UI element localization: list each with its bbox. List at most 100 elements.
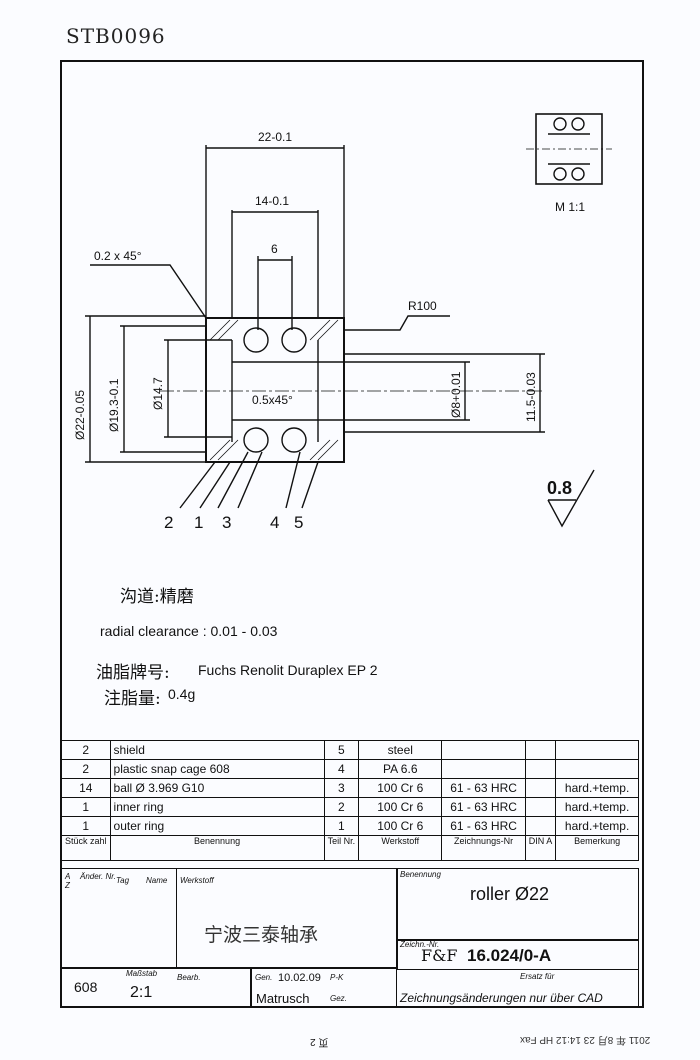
callout-1: 1	[194, 513, 203, 532]
parts-cell-remark: hard.+temp.	[555, 797, 639, 817]
company-name: 宁波三泰轴承	[204, 924, 319, 946]
dim-height: 11.5-0.03	[524, 372, 538, 422]
label-pk: P-K	[330, 973, 344, 982]
note-grease-amount: 0.4g	[168, 686, 196, 702]
scale-view-label: M 1:1	[555, 200, 586, 214]
parts-cell-material: PA 6.6	[358, 759, 443, 779]
parts-cell-din	[524, 797, 557, 817]
dim-radius: R100	[408, 299, 437, 313]
drawing-author: Matrusch	[256, 991, 310, 1006]
callout-4: 4	[270, 513, 279, 532]
parts-cell-material: 100 Cr 6	[358, 816, 443, 836]
note-grease-amount-label: 注脂量:	[104, 689, 161, 709]
header-remark: Bemerkung	[555, 835, 639, 861]
dim-bore-dia: Ø8+0.01	[449, 371, 463, 418]
parts-cell-remark	[555, 740, 639, 760]
label-scale: Maßstab	[126, 969, 158, 978]
parts-cell-material: 100 Cr 6	[358, 778, 443, 798]
parts-cell-material: steel	[358, 740, 443, 760]
parts-cell-qty: 2	[61, 759, 111, 779]
dim-inner-dia: Ø14.7	[151, 377, 165, 410]
ff-mark: F&F	[421, 946, 458, 965]
ball-bottom-right	[281, 427, 307, 453]
parts-cell-din	[524, 759, 557, 779]
parts-cell-drawing_no: 61 - 63 HRC	[441, 778, 526, 798]
drawing-scale: 2:1	[130, 984, 153, 1001]
document-id: STB0096	[66, 24, 166, 48]
title-block-material-area	[176, 868, 397, 968]
parts-cell-din	[524, 816, 557, 836]
label-gez: Gez.	[330, 994, 347, 1003]
cad-change-note: Zeichnungsänderungen nur über CAD	[400, 991, 603, 1005]
parts-cell-pos: 4	[323, 759, 360, 779]
dim-overall-width: 22-0.1	[258, 130, 292, 144]
dim-groove-dia: Ø19.3-0.1	[107, 378, 121, 432]
note-grease-label: 油脂牌号:	[96, 663, 170, 683]
dim-ball-width: 6	[271, 242, 278, 256]
callout-5: 5	[294, 513, 303, 532]
dim-chamfer-inner: 0.5x45°	[252, 393, 293, 407]
label-material: Werkstoff	[180, 876, 214, 885]
parts-cell-drawing_no: 61 - 63 HRC	[441, 816, 526, 836]
surface-finish-value: 0.8	[547, 478, 573, 498]
header-drawing-no: Zeichnungs-Nr	[441, 835, 526, 861]
label-name: Name	[146, 876, 168, 885]
note-raceway-grinding: 沟道:精磨	[120, 587, 194, 607]
label-z: Z	[65, 881, 70, 890]
header-name: Benennung	[109, 835, 325, 861]
parts-cell-pos: 3	[323, 778, 360, 798]
part-title: roller Ø22	[470, 884, 550, 904]
drawing-number: 16.024/0-A	[467, 946, 552, 965]
dim-outer-dia: Ø22-0.05	[73, 390, 87, 440]
parts-cell-pos: 5	[323, 740, 360, 760]
parts-cell-pos: 1	[323, 816, 360, 836]
label-benennung: Benennung	[400, 870, 441, 879]
label-gen: Gen.	[255, 973, 273, 982]
parts-cell-din	[524, 778, 557, 798]
drawing-date: 10.02.09	[278, 972, 321, 984]
parts-cell-pos: 2	[323, 797, 360, 817]
parts-cell-qty: 2	[61, 740, 111, 760]
callout-2: 2	[164, 513, 173, 532]
label-drawing-no: Zeichn.-Nr.	[400, 940, 440, 949]
parts-cell-name: ball Ø 3.969 G10	[109, 778, 325, 798]
ball-top-left	[243, 327, 269, 353]
label-change-no: Änder. Nr.	[80, 872, 116, 881]
parts-cell-name: shield	[109, 740, 325, 760]
parts-cell-name: plastic snap cage 608	[109, 759, 325, 779]
header-qty: Stück zahl	[61, 835, 111, 861]
title-block-scale-area	[61, 968, 251, 1008]
parts-cell-name: inner ring	[109, 797, 325, 817]
note-radial-clearance: radial clearance : 0.01 - 0.03	[100, 623, 278, 639]
header-material: Werkstoff	[358, 835, 443, 861]
ball-bottom-left	[243, 427, 269, 453]
title-block-name-area	[397, 868, 639, 940]
header-din: DIN A	[524, 835, 557, 861]
dim-chamfer-outer: 0.2 x 45°	[94, 249, 142, 263]
label-day: Tag	[116, 876, 130, 885]
header-pos: Teil Nr.	[323, 835, 360, 861]
parts-cell-name: outer ring	[109, 816, 325, 836]
dim-inner-width: 14-0.1	[255, 194, 289, 208]
parts-cell-drawing_no	[441, 740, 526, 760]
parts-header-row: Stück zahl Benennung Teil Nr. Werkstoff …	[61, 835, 639, 861]
parts-cell-qty: 1	[61, 816, 111, 836]
parts-cell-drawing_no: 61 - 63 HRC	[441, 797, 526, 817]
title-block-drawno-area	[397, 940, 639, 970]
parts-cell-remark: hard.+temp.	[555, 778, 639, 798]
parts-cell-qty: 1	[61, 797, 111, 817]
page-mark: 页 2	[310, 1036, 329, 1047]
parts-cell-qty: 14	[61, 778, 111, 798]
note-grease-type: Fuchs Renolit Duraplex EP 2	[198, 662, 378, 678]
part-reference: 608	[74, 979, 98, 995]
label-a: A	[65, 872, 71, 881]
parts-cell-din	[524, 740, 557, 760]
parts-cell-remark: hard.+temp.	[555, 816, 639, 836]
outer-ring-outline	[205, 317, 345, 463]
